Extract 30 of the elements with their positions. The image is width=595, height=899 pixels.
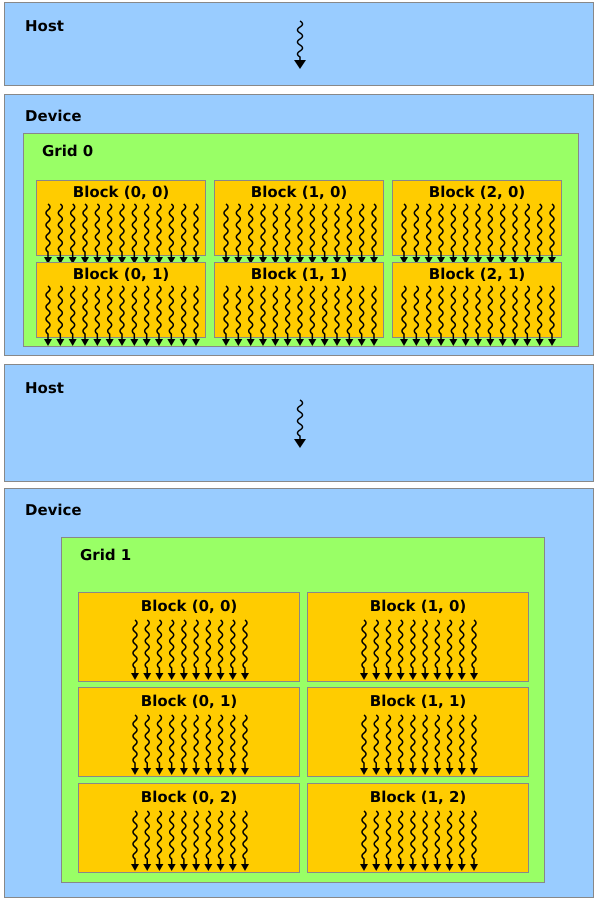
device-panel — [4, 488, 594, 898]
host-panel — [4, 364, 594, 482]
block-label: Block (1, 0) — [250, 183, 348, 201]
block-label: Block (0, 1) — [72, 265, 170, 283]
block-box — [307, 687, 529, 777]
device-panel — [4, 94, 594, 356]
host-label: Host — [25, 379, 64, 397]
block-label: Block (0, 1) — [140, 692, 238, 710]
grid-panel — [23, 133, 579, 347]
host-panel — [4, 2, 594, 86]
grid-label: Grid 0 — [42, 142, 94, 160]
block-box — [78, 783, 300, 873]
block-box — [78, 687, 300, 777]
block-label: Block (2, 0) — [428, 183, 526, 201]
grid-label: Grid 1 — [80, 546, 132, 564]
device-label: Device — [25, 501, 82, 519]
block-label: Block (1, 0) — [370, 597, 466, 615]
block-label: Block (1, 1) — [250, 265, 348, 283]
block-label: Block (0, 0) — [140, 597, 238, 615]
block-box — [78, 592, 300, 682]
host-label: Host — [25, 17, 64, 35]
block-label: Block (2, 1) — [428, 265, 526, 283]
device-label: Device — [25, 107, 82, 125]
block-box — [307, 592, 529, 682]
grid-panel — [61, 537, 545, 883]
block-label: Block (1, 2) — [370, 788, 466, 806]
block-box — [307, 783, 529, 873]
block-label: Block (0, 0) — [72, 183, 170, 201]
block-label: Block (0, 2) — [140, 788, 238, 806]
block-label: Block (1, 1) — [370, 692, 466, 710]
